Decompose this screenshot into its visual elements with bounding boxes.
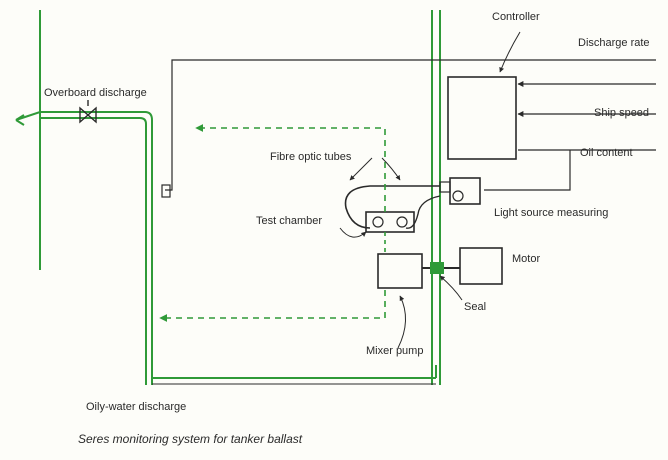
fibre-optic-tube-loop — [344, 185, 440, 229]
oily-water-discharge-label: Oily-water discharge — [86, 401, 187, 413]
test-chamber-icon — [365, 211, 415, 233]
test-chamber-label: Test chamber — [256, 215, 323, 227]
seal-label: Seal — [464, 301, 487, 313]
ship-speed-label: Ship speed — [594, 107, 650, 119]
oil-content-label: Oil content — [580, 147, 633, 159]
overboard-valve-icon — [79, 100, 97, 124]
controller-label: Controller — [492, 11, 540, 23]
fibre-optic-tubes-label: Fibre optic tubes — [270, 151, 352, 163]
discharge-outlet-arrow — [15, 114, 25, 126]
light-source-icon — [452, 190, 464, 202]
seal-block — [430, 262, 444, 274]
figure-caption: Seres monitoring system for tanker balla… — [78, 432, 303, 446]
discharge-rate-signal-line — [161, 59, 656, 198]
motor-box — [459, 247, 503, 285]
motor-label: Motor — [512, 253, 541, 265]
light-source-measuring-label: Light source measuring — [494, 207, 609, 219]
discharge-rate-label: Discharge rate — [578, 37, 650, 49]
overboard-discharge-label: Overboard discharge — [44, 87, 147, 99]
overboard-discharge-pipe — [15, 111, 153, 385]
oil-content-feedback-line — [484, 150, 571, 191]
controller-box — [447, 76, 517, 160]
sample-dashed-loop — [159, 124, 386, 322]
mixer-pump-box — [377, 253, 423, 289]
bulkhead — [431, 10, 441, 385]
mixer-pump-label: Mixer pump — [366, 345, 424, 357]
